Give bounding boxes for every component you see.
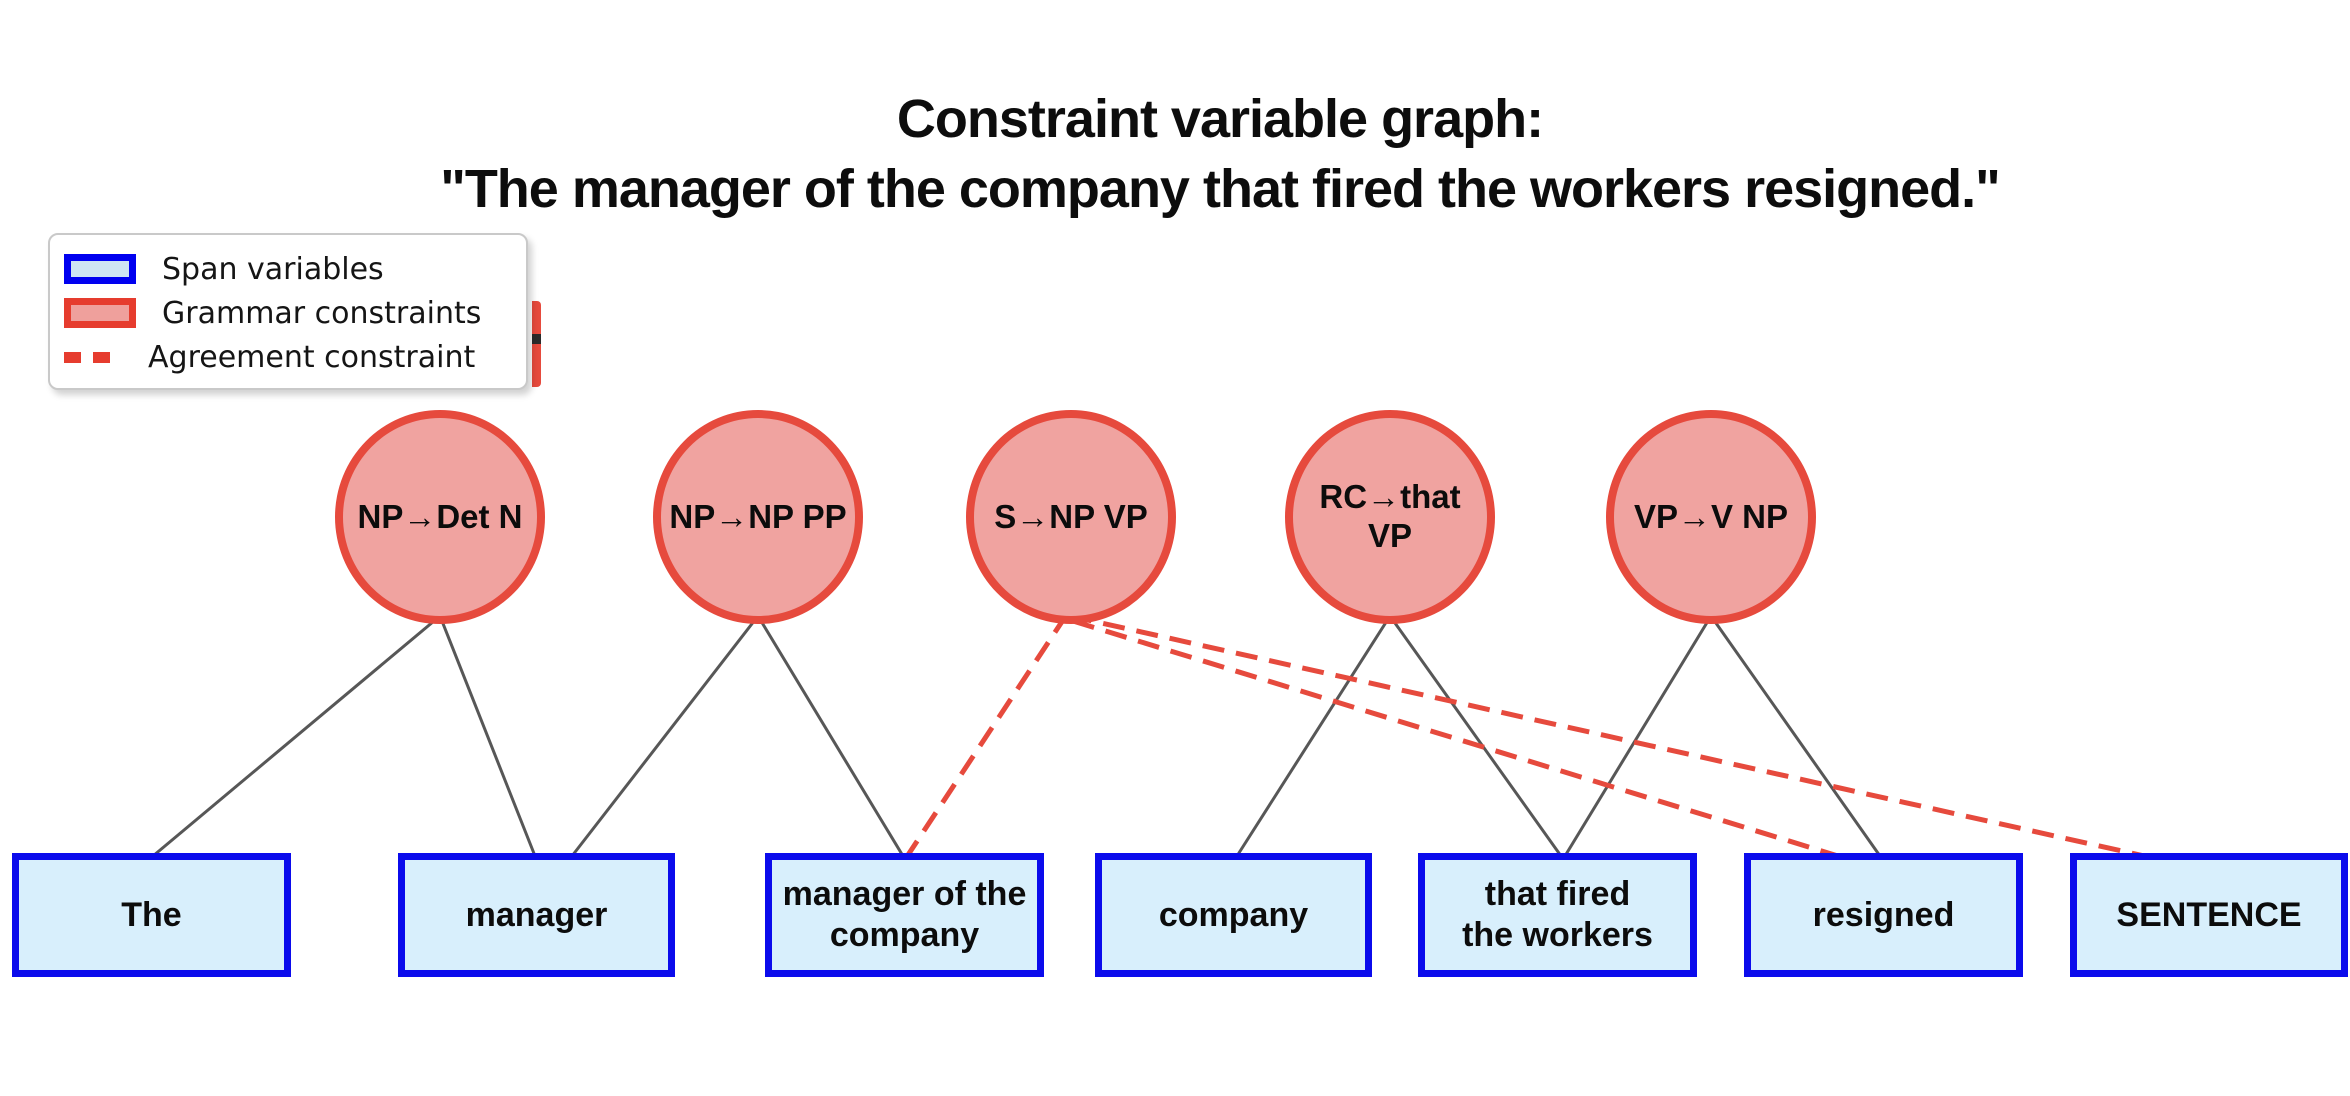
grammar-edge-rc-that-vp-to-company	[1235, 615, 1392, 857]
constraint-node-np-det-n: NP→Det N	[335, 410, 545, 624]
constraint-node-np-np-pp: NP→NP PP	[653, 410, 863, 624]
grammar-edge-rc-that-vp-to-that-fired-the-workers	[1388, 615, 1563, 857]
occluded-node-text-fragment	[532, 334, 541, 344]
constraint-node-label: VP→V NP	[1633, 497, 1789, 535]
span-node-label: that fired	[1484, 875, 1631, 914]
grammar-edge-np-det-n-to-the	[152, 614, 441, 858]
legend-item-span-variables: Span variables	[64, 247, 526, 291]
grammar-edge-vp-v-np-to-that-fired-the-workers	[1563, 615, 1713, 857]
span-node-manager: manager	[398, 853, 675, 977]
figure-title-line2: "The manager of the company that fired t…	[440, 159, 2001, 219]
constraint-node-label: NP→NP PP	[669, 497, 847, 535]
span-node-label: resigned	[1812, 895, 1955, 934]
span-node-label: company	[829, 916, 980, 954]
constraint-node-label: RC→that	[1319, 478, 1461, 516]
grammar-edge-np-np-pp-to-manager	[570, 615, 760, 857]
figure-title-line1: Constraint variable graph:	[896, 89, 1544, 149]
agreement-edge-s-np-vp-to-manager-of-the-company	[903, 612, 1070, 860]
agreement-edge-s-np-vp-to-sentence	[1069, 613, 2199, 871]
legend-label: Agreement constraint	[148, 339, 476, 375]
span-node-resigned: resigned	[1744, 853, 2023, 977]
grammar-edge-np-np-pp-to-manager-of-the-company	[756, 615, 905, 857]
figure-title: Constraint variable graph: "The manager …	[90, 84, 2350, 224]
agreement-dashed-line-icon	[64, 342, 122, 372]
legend-label: Span variables	[162, 251, 384, 287]
span-node-company: company	[1095, 853, 1372, 977]
constraint-node-s-np-vp: S→NP VP	[966, 410, 1176, 624]
constraint-node-label: S→NP VP	[994, 497, 1148, 535]
span-node-label: manager	[465, 895, 608, 934]
legend: Span variables Grammar constraints Agree…	[48, 233, 528, 390]
span-node-label: the workers	[1462, 916, 1653, 954]
dash-segment	[64, 351, 81, 363]
grammar-edge-vp-v-np-to-resigned	[1709, 615, 1882, 857]
legend-item-grammar-constraints: Grammar constraints	[64, 291, 526, 335]
constraint-node-vp-v-np: VP→V NP	[1606, 410, 1816, 624]
constraint-node-label: NP→Det N	[357, 497, 523, 535]
span-node-label: manager of the	[782, 875, 1027, 914]
constraint-node-label: VP	[1367, 517, 1413, 554]
agreement-edge-s-np-vp-to-resigned	[1072, 618, 1878, 871]
legend-item-agreement-constraint: Agreement constraint	[64, 335, 526, 379]
span-variable-swatch-icon	[64, 254, 136, 284]
span-node-the: The	[12, 853, 291, 977]
occluded-grammar-node-sliver	[532, 301, 541, 387]
grammar-constraint-swatch-icon	[64, 298, 136, 328]
grammar-edge-np-det-n-to-manager	[438, 615, 537, 857]
span-node-label: The	[121, 895, 182, 934]
span-node-label: SENTENCE	[2116, 895, 2302, 934]
span-node-label: company	[1158, 895, 1309, 934]
dash-segment	[93, 351, 110, 363]
span-node-sentence: SENTENCE	[2070, 853, 2348, 977]
legend-label: Grammar constraints	[162, 295, 482, 331]
